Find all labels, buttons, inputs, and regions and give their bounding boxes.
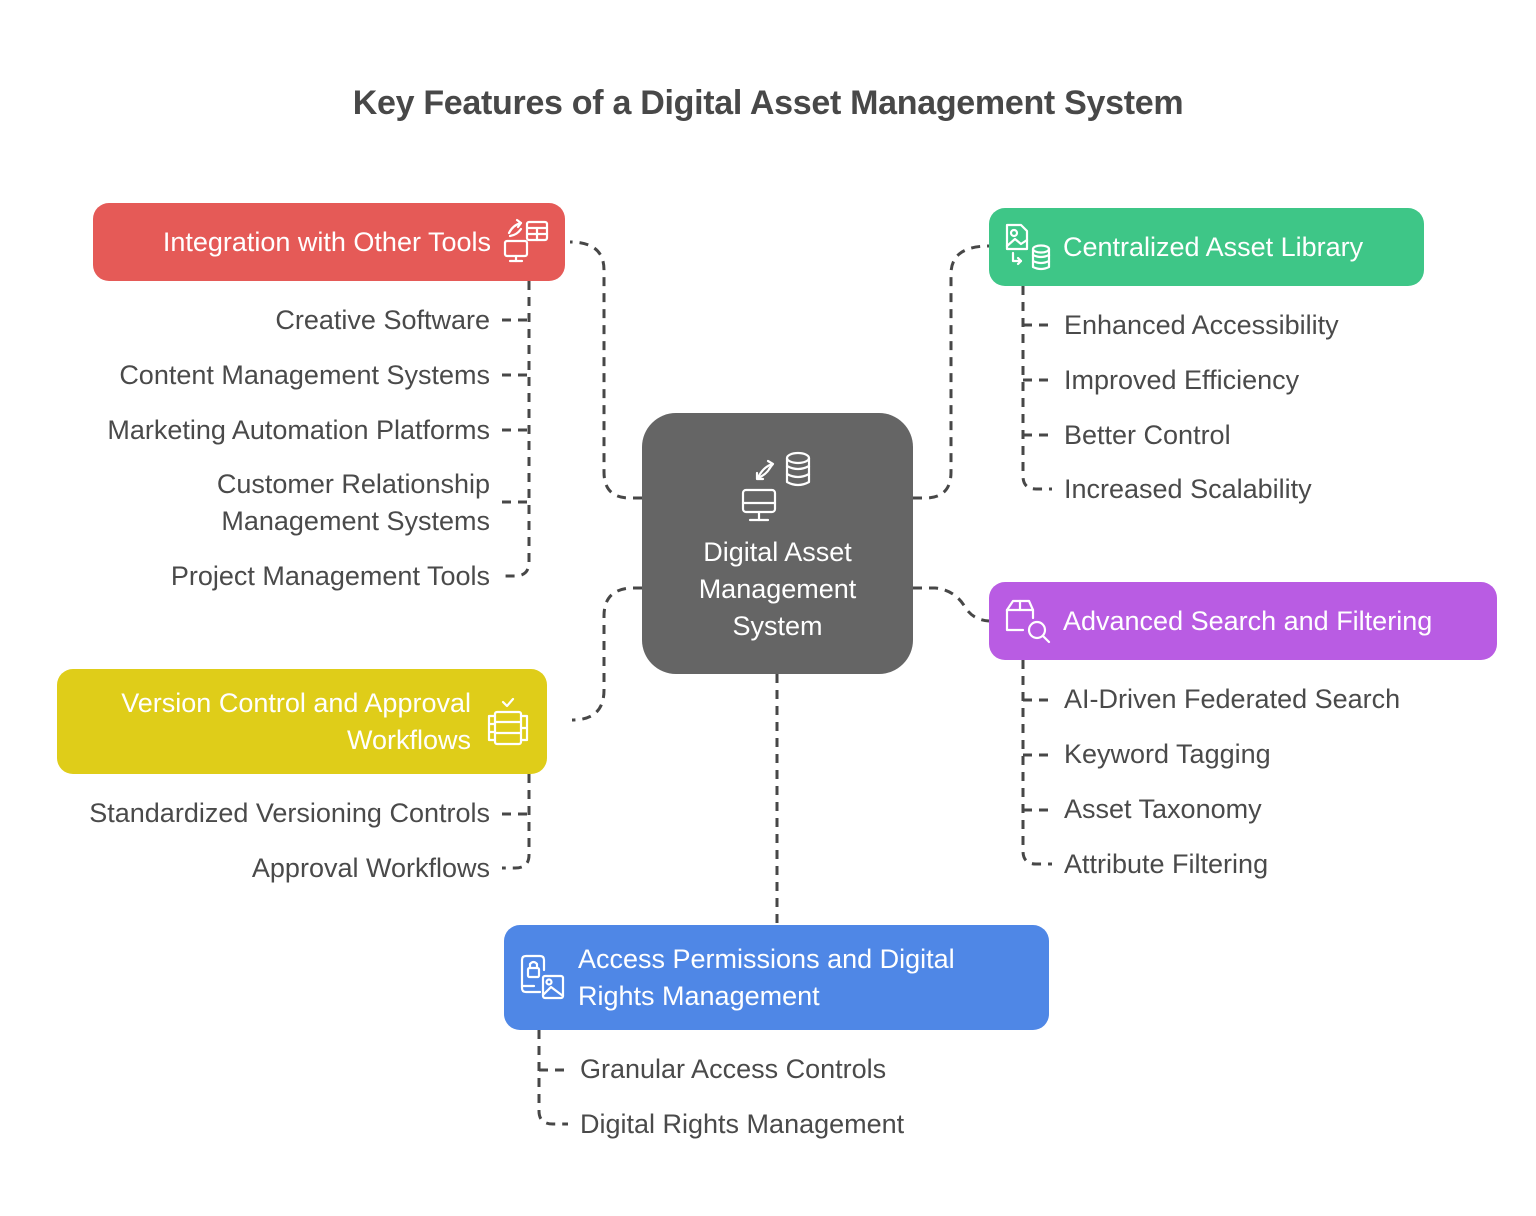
access-item: Digital Rights Management: [580, 1109, 905, 1139]
version-item: Standardized Versioning Controls: [89, 798, 490, 828]
branch-search-label: Advanced Search and Filtering: [1063, 605, 1433, 636]
package-search-icon: [1003, 596, 1053, 646]
connector-center-search: [913, 586, 990, 623]
branch-version-label-line: Version Control and Approval: [121, 687, 471, 718]
integration-item: Customer Relationship Management Systems: [217, 466, 490, 540]
diagram-title: Key Features of a Digital Asset Manageme…: [352, 84, 1184, 122]
integration-item: Project Management Tools: [170, 561, 490, 591]
branch-version-label-line: Workflows: [346, 724, 471, 755]
connector-center-library: [913, 244, 990, 500]
search-item: Asset Taxonomy: [1064, 794, 1262, 824]
branch-access-label-line: Rights Management: [578, 980, 820, 1011]
integration-item: Content Management Systems: [119, 360, 490, 390]
connector-center-version: [571, 586, 642, 722]
integration-item-line: Customer Relationship: [216, 469, 490, 499]
branch-integration-label: Integration with Other Tools: [162, 226, 491, 257]
access-item: Granular Access Controls: [580, 1054, 887, 1084]
connector-integration-trunk: [502, 281, 531, 578]
library-item: Better Control: [1064, 420, 1231, 450]
search-item: Attribute Filtering: [1064, 849, 1269, 879]
branch-access[interactable]: Access Permissions and Digital Rights Ma…: [504, 925, 1049, 1030]
center-label: Digital Asset Management System: [699, 534, 857, 645]
center-label-line: Management: [698, 574, 857, 604]
computer-database-sync-icon: [738, 448, 818, 528]
connector-library-trunk: [1021, 286, 1052, 491]
library-item: Enhanced Accessibility: [1064, 310, 1339, 340]
center-label-line: Digital Asset: [703, 537, 852, 567]
branch-access-label-line: Access Permissions and Digital: [578, 943, 955, 974]
branch-integration[interactable]: Integration with Other Tools: [93, 203, 565, 281]
branch-library[interactable]: Centralized Asset Library: [989, 208, 1424, 286]
integration-item: Marketing Automation Platforms: [107, 415, 490, 445]
branch-version-label: Version Control and Approval Workflows: [121, 685, 471, 759]
connector-version-trunk: [502, 774, 531, 870]
center-node[interactable]: Digital Asset Management System: [642, 413, 913, 674]
integration-monitor-table-icon: [501, 217, 551, 267]
version-item: Approval Workflows: [251, 853, 490, 883]
search-item: Keyword Tagging: [1064, 739, 1271, 769]
integration-item-line: Management Systems: [221, 506, 490, 536]
image-to-database-icon: [1003, 221, 1053, 273]
search-item: AI-Driven Federated Search: [1064, 684, 1401, 714]
branch-library-label: Centralized Asset Library: [1063, 231, 1364, 262]
library-item: Increased Scalability: [1064, 474, 1312, 504]
stacked-documents-check-icon: [483, 694, 533, 750]
lock-image-icon: [518, 950, 568, 1006]
connector-center-integration: [569, 240, 642, 500]
branch-search[interactable]: Advanced Search and Filtering: [989, 582, 1497, 660]
branch-version[interactable]: Version Control and Approval Workflows: [57, 669, 547, 774]
connector-search-trunk: [1021, 660, 1052, 866]
integration-item: Creative Software: [275, 305, 490, 335]
connector-access-trunk: [537, 1030, 568, 1126]
library-item: Improved Efficiency: [1064, 365, 1300, 395]
center-label-line: System: [732, 611, 823, 641]
branch-access-label: Access Permissions and Digital Rights Ma…: [578, 941, 955, 1015]
